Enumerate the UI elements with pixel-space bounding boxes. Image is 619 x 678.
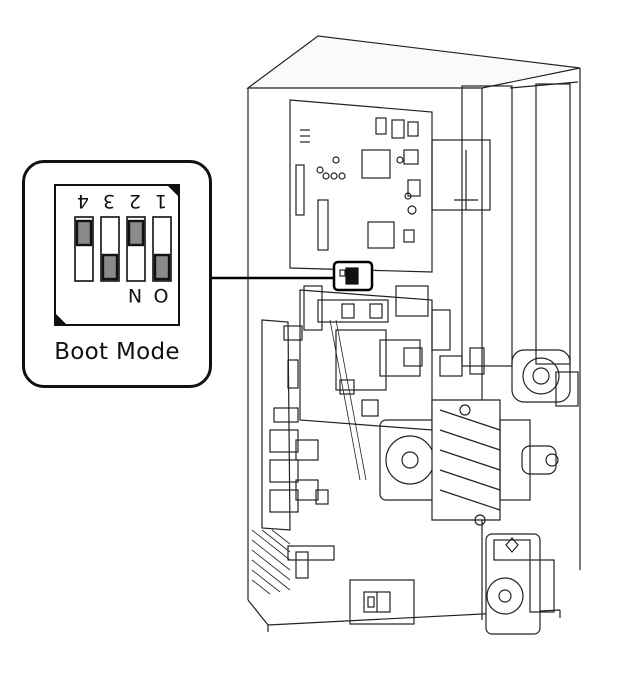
switch-number-4: 4 xyxy=(77,190,89,212)
tube-module xyxy=(431,83,579,407)
switch-knob-2 xyxy=(127,219,145,247)
switch-on-label: O xyxy=(154,284,169,306)
main-pcb xyxy=(289,99,433,273)
switch-knob-1 xyxy=(153,253,171,281)
callout-caption: Boot Mode xyxy=(54,339,180,365)
pump xyxy=(485,533,555,635)
fan-heatsink xyxy=(379,399,559,521)
switch-n-label: N xyxy=(128,284,142,306)
enclosure xyxy=(246,35,581,626)
boot-mode-callout: 4 3 2 1 N O Boot Mode xyxy=(22,160,212,388)
side-board xyxy=(261,319,329,531)
vent-grill xyxy=(251,529,291,595)
dip-switch-diagram: 4 3 2 1 N O xyxy=(54,184,180,326)
power-switch xyxy=(349,579,415,625)
switch-number-2: 2 xyxy=(129,190,141,212)
switch-number-1: 1 xyxy=(155,190,167,212)
switch-knob-4 xyxy=(75,219,93,247)
switch-number-3: 3 xyxy=(103,190,115,212)
switch-knob-3 xyxy=(101,253,119,281)
power-board xyxy=(299,285,433,431)
